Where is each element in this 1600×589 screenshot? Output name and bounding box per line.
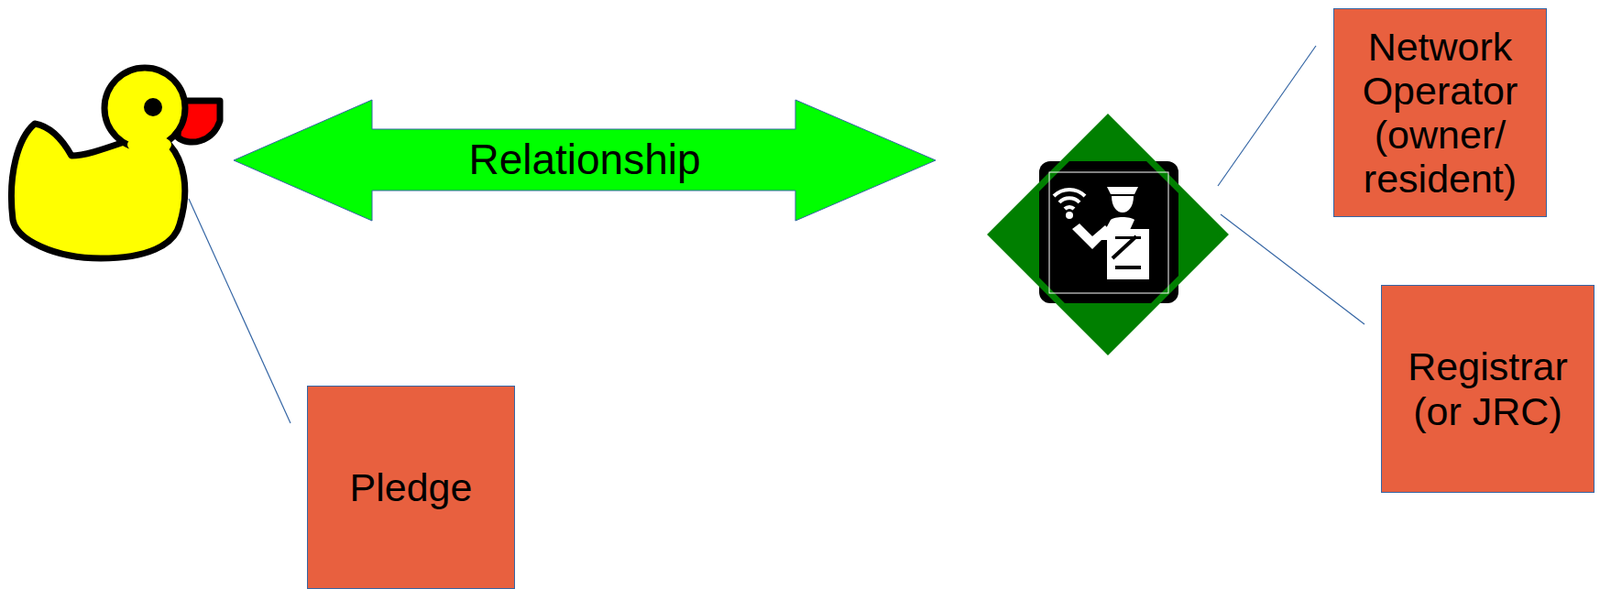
node-label: Network Operator (owner/ resident) [1341, 24, 1539, 202]
relationship-arrow: Relationship [232, 98, 937, 222]
leader-line [1217, 45, 1316, 187]
duck-icon [10, 67, 220, 259]
node-label: Registrar (or JRC) [1389, 344, 1587, 433]
leader-line [1220, 214, 1365, 325]
registrar-icon [987, 114, 1228, 355]
leader-line [188, 198, 291, 424]
node-label: Pledge [350, 465, 473, 510]
operator-box: Network Operator (owner/ resident) [1333, 8, 1547, 218]
pledge-box: Pledge [306, 385, 516, 589]
node-label: Relationship [468, 136, 701, 185]
registrar-box: Registrar (or JRC) [1380, 284, 1595, 494]
